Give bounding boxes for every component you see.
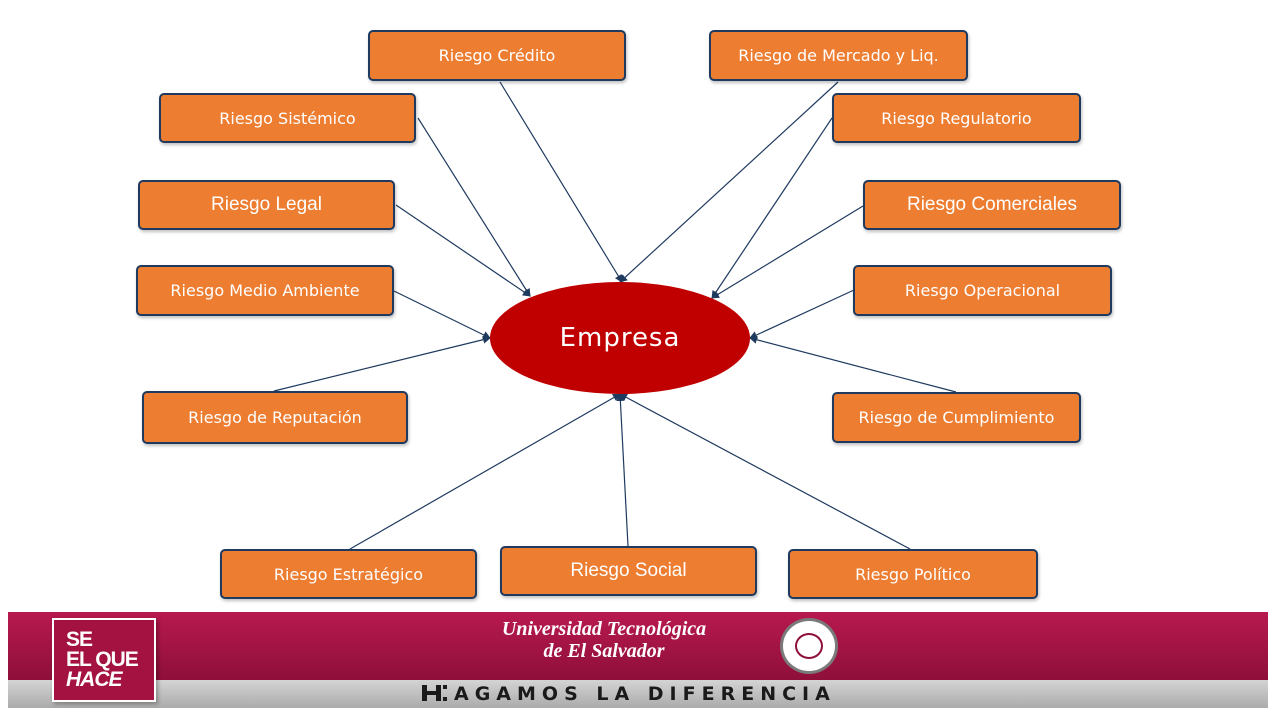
university-seal-icon xyxy=(780,618,838,674)
banner-bottom-band xyxy=(8,680,1268,708)
node-label: Riesgo Comerciales xyxy=(906,194,1077,215)
university-line-2: de El Salvador xyxy=(543,640,665,662)
badge-line-1: SE xyxy=(66,628,93,651)
arrow-regulatorio xyxy=(711,117,833,299)
arrow-social xyxy=(616,393,629,547)
arrow-mercado xyxy=(619,81,839,283)
node-politico: Riesgo Político xyxy=(788,549,1038,599)
badge-line-2: EL QUE xyxy=(66,648,139,671)
node-estrategico: Riesgo Estratégico xyxy=(220,549,477,599)
arrow-cumplimiento xyxy=(749,335,957,393)
node-label: Riesgo Regulatorio xyxy=(881,108,1032,128)
slogan-text: AGAMOS LA DIFERENCIA xyxy=(454,683,836,705)
node-label: Riesgo de Mercado y Liq. xyxy=(738,46,939,65)
node-comerciales: Riesgo Comerciales xyxy=(863,180,1121,230)
arrow-comerciales xyxy=(711,205,864,299)
node-credito: Riesgo Crédito xyxy=(368,30,626,81)
arrow-reputacion xyxy=(273,335,491,392)
se-el-que-hace-badge: SE EL QUE HACE xyxy=(52,618,156,702)
node-medio-ambiente: Riesgo Medio Ambiente xyxy=(136,265,394,316)
banner-top-band xyxy=(8,612,1268,680)
node-label: Riesgo de Cumplimiento xyxy=(858,408,1055,427)
node-legal: Riesgo Legal xyxy=(138,180,395,230)
node-sistemico: Riesgo Sistémico xyxy=(159,93,416,143)
node-operacional: Riesgo Operacional xyxy=(853,265,1112,316)
node-label: Riesgo Social xyxy=(570,560,687,581)
node-label: Riesgo Sistémico xyxy=(219,108,356,128)
arrow-operacional xyxy=(749,289,855,339)
node-cumplimiento: Riesgo de Cumplimiento xyxy=(832,392,1081,443)
arrow-politico xyxy=(619,393,911,550)
slogan-h-icon xyxy=(422,685,447,701)
university-name: Universidad Tecnológica de El Salvador xyxy=(436,618,772,662)
node-label: Riesgo Legal xyxy=(211,194,322,215)
risk-diagram: Empresa Riesgo Crédito Riesgo de Mercado… xyxy=(136,30,1121,599)
arrow-sistemico xyxy=(417,117,531,297)
footer-banner: SE EL QUE HACE Universidad Tecnológica d… xyxy=(0,608,1280,720)
center-node-empresa: Empresa xyxy=(490,282,750,394)
arrow-layer xyxy=(273,81,957,550)
node-label: Riesgo Medio Ambiente xyxy=(170,281,360,300)
node-regulatorio: Riesgo Regulatorio xyxy=(832,93,1081,143)
badge-line-3: HACE xyxy=(66,668,123,691)
node-label: Riesgo de Reputación xyxy=(188,408,362,427)
arrow-legal xyxy=(395,204,531,297)
node-reputacion: Riesgo de Reputación xyxy=(142,391,408,444)
node-label: Riesgo Político xyxy=(855,564,971,584)
center-label: Empresa xyxy=(559,323,681,353)
node-mercado: Riesgo de Mercado y Liq. xyxy=(709,30,968,81)
node-label: Riesgo Operacional xyxy=(904,281,1061,300)
arrow-credito xyxy=(499,81,623,283)
arrow-medio-ambiente xyxy=(393,290,491,339)
arrow-estrategico xyxy=(349,393,621,550)
node-label: Riesgo Estratégico xyxy=(273,564,424,584)
university-line-1: Universidad Tecnológica xyxy=(501,618,707,640)
node-social: Riesgo Social xyxy=(500,546,757,596)
node-label: Riesgo Crédito xyxy=(438,46,556,65)
